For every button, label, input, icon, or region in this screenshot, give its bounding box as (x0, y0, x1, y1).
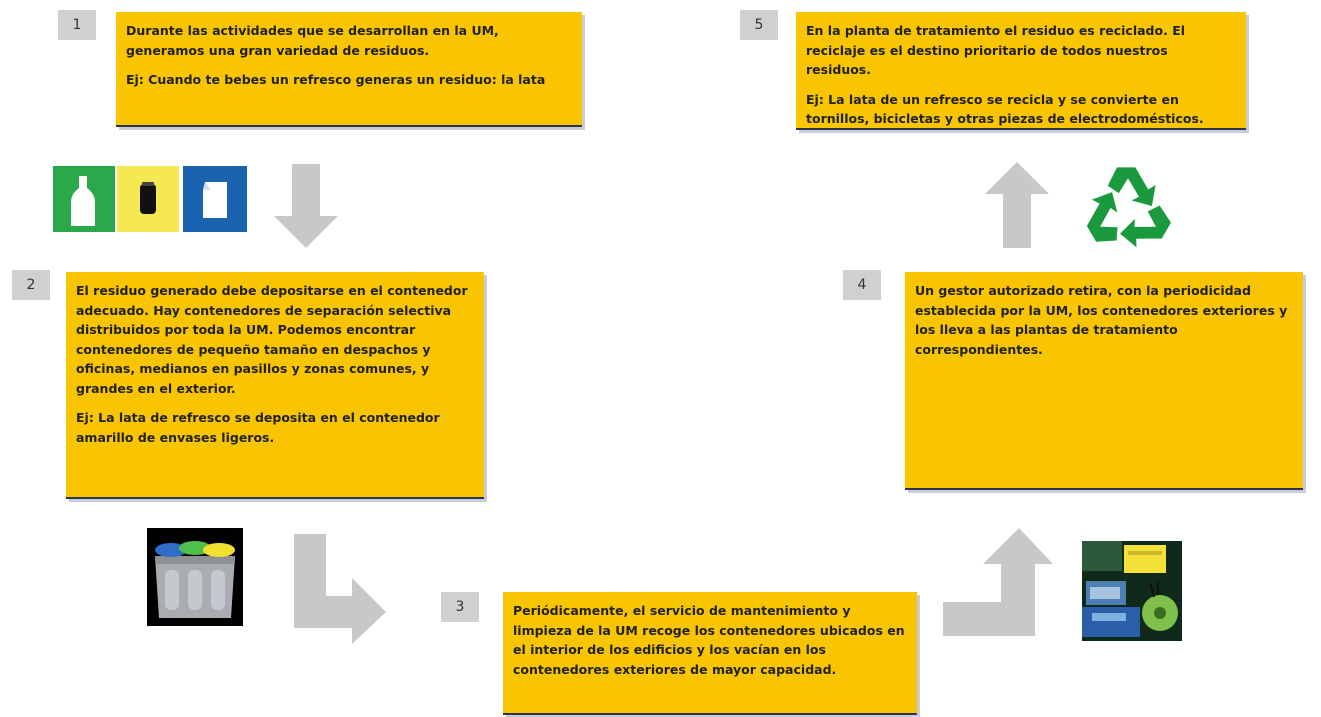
step-3-text: Periódicamente, el servicio de mantenimi… (513, 603, 905, 677)
glass-container-icon (53, 166, 115, 232)
arrow-up (985, 162, 1049, 248)
step-2-number: 2 (12, 270, 50, 300)
step-5-example: Ej: La lata de un refresco se recicla y … (806, 91, 1204, 127)
step-4-box: Un gestor autorizado retira, con la peri… (905, 272, 1303, 490)
recycling-symbol-icon (1080, 160, 1176, 252)
step-1-number: 1 (58, 10, 96, 40)
step-2-example: Ej: La lata de refresco se deposita en e… (76, 410, 440, 445)
step-5-text: En la planta de tratamiento el residuo e… (806, 23, 1186, 77)
step-2-box: El residuo generado debe depositarse en … (66, 272, 484, 499)
step-1-box: Durante las actividades que se desarroll… (116, 12, 582, 127)
step-3-box: Periódicamente, el servicio de mantenimi… (503, 592, 917, 715)
recycled-products-icon (1082, 541, 1182, 641)
step-1-example: Ej: Cuando te bebes un refresco generas … (126, 72, 546, 87)
step-4-number: 4 (843, 270, 881, 300)
arrow-turn-right (294, 534, 386, 644)
step-5-box: En la planta de tratamiento el residuo e… (796, 12, 1246, 130)
step-4-text: Un gestor autorizado retira, con la peri… (915, 283, 1288, 357)
step-1-text: Durante las actividades que se desarroll… (126, 23, 499, 58)
step-3-number: 3 (441, 592, 479, 622)
step-5-number: 5 (740, 10, 778, 40)
paper-container-icon (183, 166, 247, 232)
recycling-bins-icon (147, 528, 243, 626)
arrow-turn-up (943, 528, 1053, 636)
packaging-container-icon (117, 166, 179, 232)
arrow-down (274, 164, 338, 248)
step-2-text: El residuo generado debe depositarse en … (76, 283, 468, 396)
